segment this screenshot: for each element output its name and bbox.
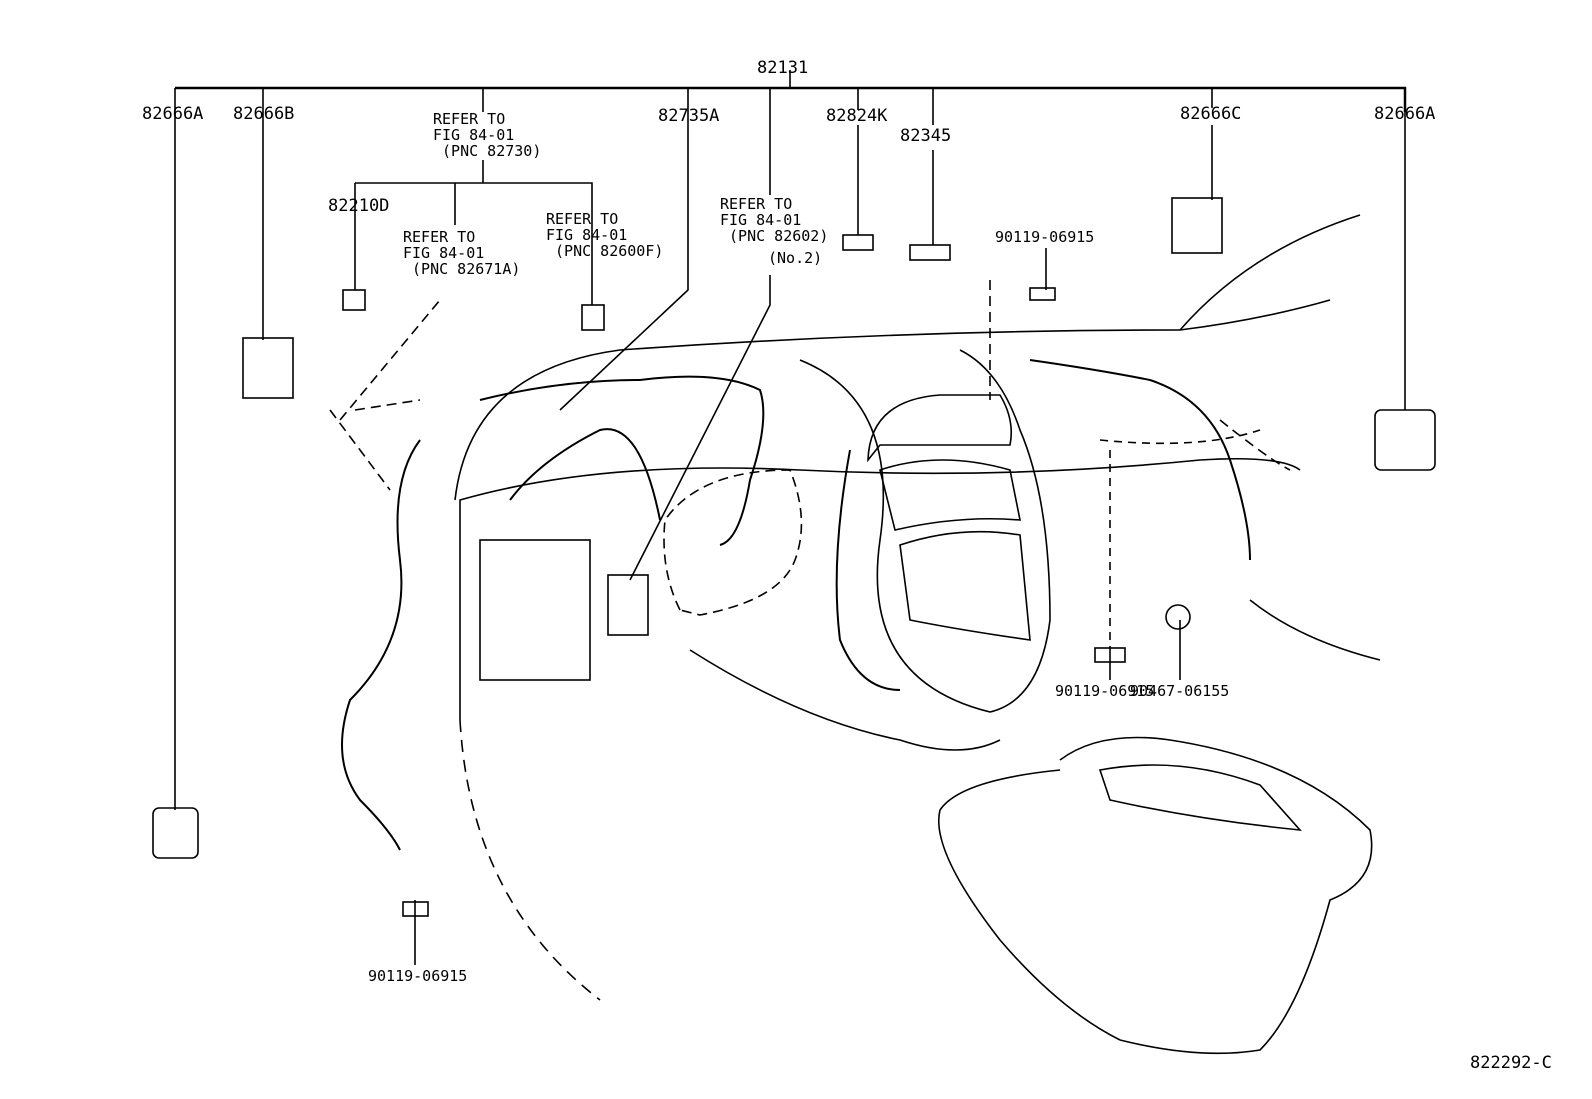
instrument-panel xyxy=(329,214,1381,1055)
ref-line: FIG 84-01 xyxy=(433,126,515,144)
part-bolt-bottom: 90119-06915 xyxy=(368,967,468,985)
part-clip-90467: 90467-06155 xyxy=(1130,682,1230,700)
bracket-82824K-icon xyxy=(842,234,874,251)
ref-line: (PNC 82600F) xyxy=(546,242,664,260)
reference-82730: REFER TO FIG 84-01 (PNC 82730) xyxy=(433,111,541,159)
ref-line: (PNC 82602) xyxy=(720,227,829,245)
clip-90467-icon xyxy=(1165,604,1191,630)
bolt-top-icon xyxy=(1029,287,1056,301)
reference-82671A: REFER TO FIG 84-01 (PNC 82671A) xyxy=(403,229,520,277)
ref-line: FIG 84-01 xyxy=(720,211,802,229)
leader-lines xyxy=(174,70,1407,965)
part-82210D: 82210D xyxy=(328,196,390,216)
part-bolt-top: 90119-06915 xyxy=(995,228,1095,246)
ref-line: (PNC 82671A) xyxy=(403,260,521,278)
part-82666A-left: 82666A xyxy=(142,104,204,124)
fuse-82210D-icon xyxy=(342,289,366,311)
part-82735A: 82735A xyxy=(658,106,720,126)
ref-line: FIG 84-01 xyxy=(546,226,628,244)
ref-line: REFER TO xyxy=(720,195,793,213)
junction-block-icon xyxy=(479,539,591,681)
ref-line: FIG 84-01 xyxy=(403,244,485,262)
clip-82345-icon xyxy=(909,244,951,261)
reference-82600F: REFER TO FIG 84-01 (PNC 82600F) xyxy=(546,211,663,259)
part-82666B: 82666B xyxy=(233,104,295,124)
part-82345: 82345 xyxy=(900,126,952,146)
main-part-number: 82131 xyxy=(757,58,809,78)
reference-82602: REFER TO FIG 84-01 (PNC 82602) (No.2) xyxy=(720,196,828,266)
part-bolt-mid: 90119-06915 xyxy=(1055,682,1155,700)
part-82666C: 82666C xyxy=(1180,104,1242,124)
relay-block-icon xyxy=(607,574,649,636)
connector-82666B-icon xyxy=(242,337,294,399)
part-82824K: 82824K xyxy=(826,106,888,126)
ref-line: (No.2) xyxy=(768,249,823,267)
bolt-bottom-icon xyxy=(402,901,429,917)
ref-line: REFER TO xyxy=(433,110,506,128)
part-82666A-right: 82666A xyxy=(1374,104,1436,124)
connector-82666A-right-icon xyxy=(1374,409,1436,471)
connector-82666A-left-icon xyxy=(152,807,199,859)
connector-82666C-icon xyxy=(1171,197,1223,254)
ref-line: (PNC 82730) xyxy=(433,142,542,160)
component-icons xyxy=(152,197,1436,917)
wire-harness xyxy=(341,359,1251,851)
bolt-mid-icon xyxy=(1094,647,1126,663)
ref-line: REFER TO xyxy=(403,228,476,246)
ref-line: REFER TO xyxy=(546,210,619,228)
figure-id: 822292-C xyxy=(1470,1053,1552,1073)
relay-82600F-icon xyxy=(581,304,605,331)
